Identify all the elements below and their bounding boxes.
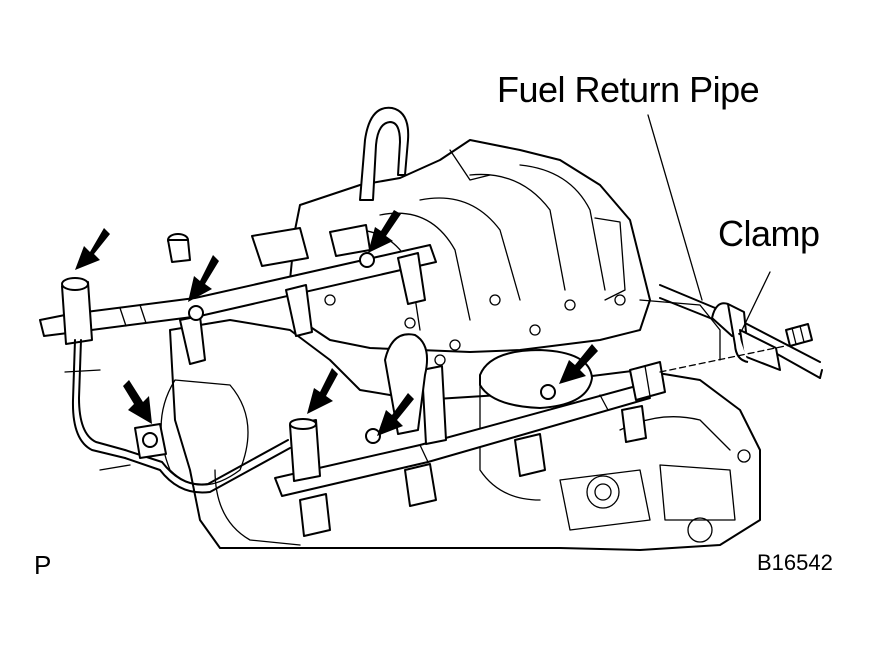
arrow-6 [377, 393, 414, 436]
arrow-2 [188, 255, 219, 302]
rail-end-fitting [61, 281, 93, 345]
arrow-4 [123, 380, 152, 424]
rear-fuel-rail [39, 224, 437, 365]
arrow-1 [75, 228, 110, 270]
front-fuel-rail [274, 333, 666, 537]
fuel-pipe-left [64, 339, 291, 494]
engine-block-outline [160, 106, 761, 551]
pointer-arrows [75, 210, 598, 436]
clamp-bolt [785, 323, 813, 347]
label-clamp: Clamp [718, 213, 820, 254]
front-rail-bolt-b [540, 384, 556, 400]
label-figure-code: B16542 [757, 550, 833, 575]
label-view-code: P [34, 550, 52, 580]
leader-clamp [741, 271, 771, 331]
label-fuel-return-pipe: Fuel Return Pipe [497, 69, 760, 110]
throttle-body-cover [479, 349, 593, 409]
arrow-3 [368, 210, 401, 253]
arrow-7 [559, 344, 598, 384]
front-rail-bolt-a [365, 428, 381, 444]
clamp [659, 271, 813, 373]
leader-fuel-return-pipe [647, 114, 703, 301]
breather-pipe [359, 106, 410, 201]
rail-bolt [188, 305, 204, 321]
arrow-5 [307, 368, 338, 414]
